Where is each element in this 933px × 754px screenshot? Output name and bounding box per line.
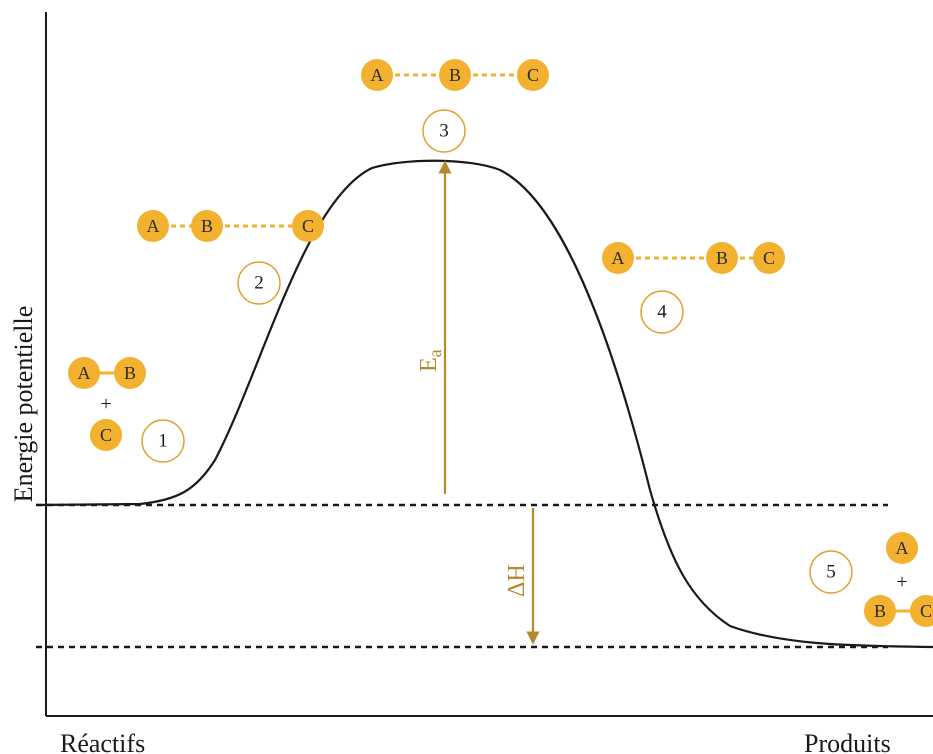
step-2-molecules: A B C (137, 210, 324, 242)
plus-sign: + (896, 571, 907, 593)
svg-text:3: 3 (439, 121, 449, 142)
atom-c: C (763, 248, 775, 268)
atom-a: A (896, 538, 909, 558)
atom-a: A (371, 65, 384, 85)
step-3-molecules: A B C (361, 59, 549, 91)
step-3-marker: 3 (422, 109, 466, 153)
x-axis-right-label: Produits (804, 729, 891, 754)
step-5-marker: 5 (809, 550, 853, 594)
plus-sign: + (100, 393, 111, 415)
step-2-marker: 2 (237, 261, 281, 305)
step-4-molecules: A B C (602, 242, 785, 274)
atom-c: C (302, 216, 314, 236)
atom-b: B (201, 216, 213, 236)
svg-text:5: 5 (826, 562, 836, 583)
step-4-marker: 4 (640, 290, 684, 334)
svg-text:2: 2 (254, 273, 264, 294)
atom-c: C (920, 601, 932, 621)
atom-a: A (78, 363, 91, 383)
atom-b: B (874, 601, 886, 621)
energy-curve (35, 159, 933, 649)
activation-energy-label: Ea (416, 349, 445, 372)
y-axis-label: Energie potentielle (9, 306, 38, 503)
atom-c: C (100, 425, 112, 445)
atom-b: B (449, 65, 461, 85)
atom-b: B (124, 363, 136, 383)
atom-a: A (612, 248, 625, 268)
enthalpy-label: ΔH (504, 564, 530, 597)
atom-a: A (147, 216, 160, 236)
atom-c: C (527, 65, 539, 85)
x-axis-left-label: Réactifs (60, 729, 145, 754)
svg-text:4: 4 (657, 302, 667, 323)
step-5-molecules: A + B C (864, 532, 933, 627)
svg-text:1: 1 (158, 431, 168, 452)
step-1-molecules: A B + C (68, 357, 146, 451)
atom-b: B (716, 248, 728, 268)
step-1-marker: 1 (141, 419, 185, 463)
